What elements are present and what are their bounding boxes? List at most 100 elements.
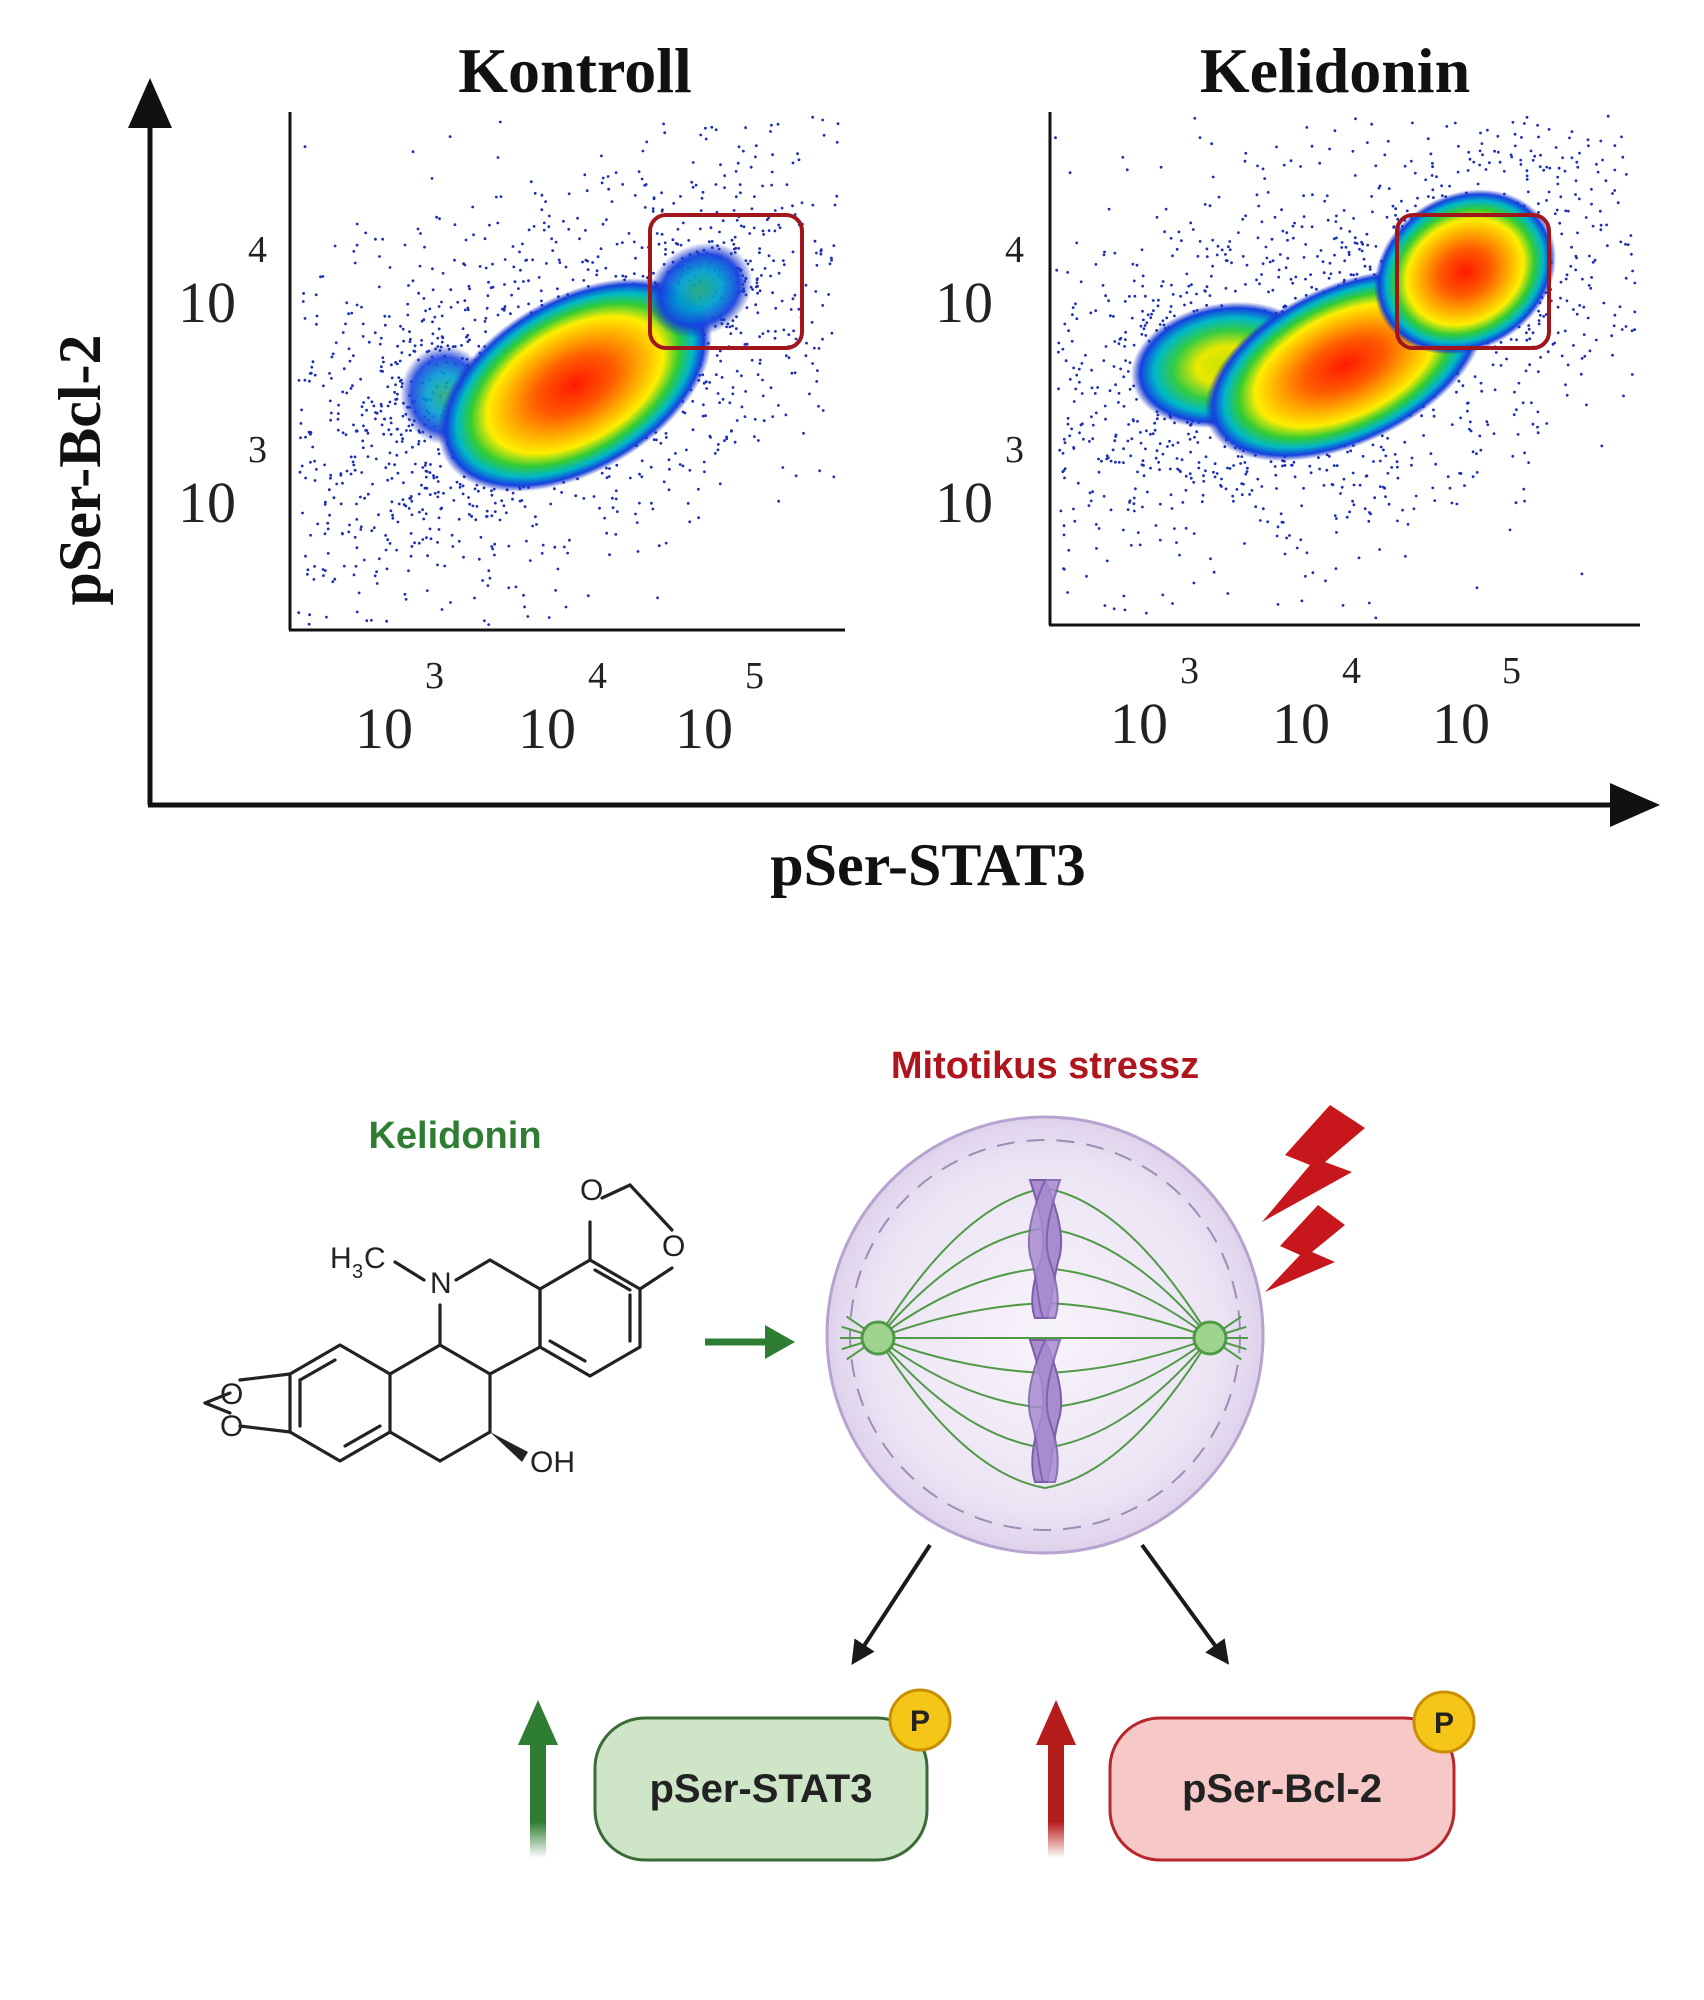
scatter-dot [1575, 256, 1578, 260]
scatter-dot [456, 300, 460, 304]
scatter-dot [1553, 212, 1557, 216]
spindle-fiber [877, 1302, 1046, 1339]
scatter-dot [1351, 499, 1354, 503]
scatter-dot [423, 486, 427, 490]
scatter-dot [1370, 122, 1374, 126]
scatter-dot [1515, 408, 1518, 412]
scatter-dot [470, 514, 473, 518]
scatter-dot [1128, 499, 1132, 503]
scatter-dot [1345, 515, 1349, 519]
scatter-dot [1066, 271, 1069, 274]
scatter-dot [1370, 195, 1373, 198]
scatter-dot [371, 482, 374, 486]
scatter-dot [1107, 299, 1110, 303]
scatter-dot [1448, 486, 1452, 490]
scatter-dot [1294, 296, 1297, 300]
scatter-dot [302, 292, 305, 295]
scatter-dot [473, 318, 477, 322]
scatter-dot [357, 591, 361, 595]
scatter-dot [1113, 439, 1117, 443]
scatter-dot [1471, 475, 1475, 478]
scatter-dot [703, 470, 706, 474]
svg-text:P: P [1434, 1707, 1454, 1740]
scatter-dot [540, 208, 544, 212]
scatter-dot [808, 392, 811, 396]
scatter-dot [1357, 556, 1361, 560]
scatter-dot [1511, 120, 1515, 124]
scatter-dot [1445, 125, 1449, 128]
scatter-dot [704, 380, 708, 384]
scatter-dot [382, 417, 386, 421]
scatter-dot [1279, 512, 1283, 516]
scatter-dot [676, 242, 680, 246]
scatter-dot [1291, 236, 1295, 240]
scatter-dot [1556, 182, 1560, 186]
scatter-dot [333, 577, 337, 581]
panel2-x-tick-10-5: 10 5 [1432, 650, 1521, 756]
scatter-dot [582, 497, 586, 500]
scatter-dot [1378, 184, 1382, 188]
scatter-dot [487, 623, 491, 626]
scatter-dot [468, 287, 471, 291]
scatter-dot [1594, 338, 1598, 342]
scatter-dot [1542, 168, 1546, 172]
scatter-dot [811, 362, 814, 365]
scatter-dot [403, 592, 407, 596]
scatter-dot [345, 301, 349, 305]
scatter-dot [1285, 536, 1288, 540]
scatter-dot [370, 444, 374, 448]
scatter-dot [359, 528, 363, 531]
scatter-dot [1561, 156, 1564, 160]
svg-text:10: 10 [935, 470, 993, 535]
scatter-dot [1416, 196, 1419, 200]
scatter-dot [672, 201, 676, 205]
spindle-fiber [877, 1337, 1046, 1374]
scatter-dot [449, 288, 453, 292]
scatter-dot [553, 545, 557, 549]
scatter-dot [1596, 170, 1600, 174]
scatter-dot [1057, 350, 1060, 354]
scatter-dot [308, 613, 311, 617]
scatter-dot [1123, 608, 1127, 612]
scatter-dot [748, 232, 752, 235]
scatter-dot [1274, 473, 1278, 477]
scatter-dot [1181, 501, 1185, 504]
scatter-dot [718, 230, 721, 234]
scatter-dot [1059, 509, 1063, 513]
svg-text:H: H [330, 1242, 352, 1275]
scatter-dot [436, 495, 440, 499]
scatter-dot [1378, 485, 1382, 488]
scatter-dot [608, 553, 611, 557]
scatter-dot [778, 226, 782, 230]
scatter-dot [384, 548, 388, 552]
scatter-dot [1334, 220, 1338, 224]
svg-text:10: 10 [675, 696, 733, 761]
scatter-dot [375, 411, 379, 415]
scatter-dot [1519, 158, 1523, 162]
scatter-dot [832, 475, 836, 479]
scatter-dot [435, 215, 438, 219]
scatter-dot [1413, 171, 1417, 175]
scatter-dot [483, 619, 486, 623]
scatter-dot [1267, 290, 1270, 294]
scatter-dot [1566, 363, 1570, 367]
scatter-dot [1347, 253, 1351, 256]
scatter-dot [813, 239, 817, 243]
spindle-fiber [877, 1337, 1046, 1489]
scatter-dot [1064, 359, 1068, 363]
scatter-dot [1510, 155, 1514, 159]
scatter-dot [686, 502, 690, 505]
scatter-dot [1528, 337, 1532, 341]
scatter-dot [353, 455, 357, 459]
scatter-dot [1340, 241, 1344, 244]
panel1-y-tick-10-3: 10 3 [178, 429, 267, 535]
scatter-dot [652, 438, 656, 441]
scatter-dot [326, 527, 330, 531]
scatter-dot [360, 413, 364, 417]
scatter-dot [1318, 161, 1322, 165]
scatter-dot [352, 463, 356, 467]
scatter-dot [1104, 417, 1107, 421]
spindle-fiber [877, 1267, 1046, 1339]
scatter-dot [1468, 427, 1471, 431]
scatter-dot [345, 391, 349, 395]
